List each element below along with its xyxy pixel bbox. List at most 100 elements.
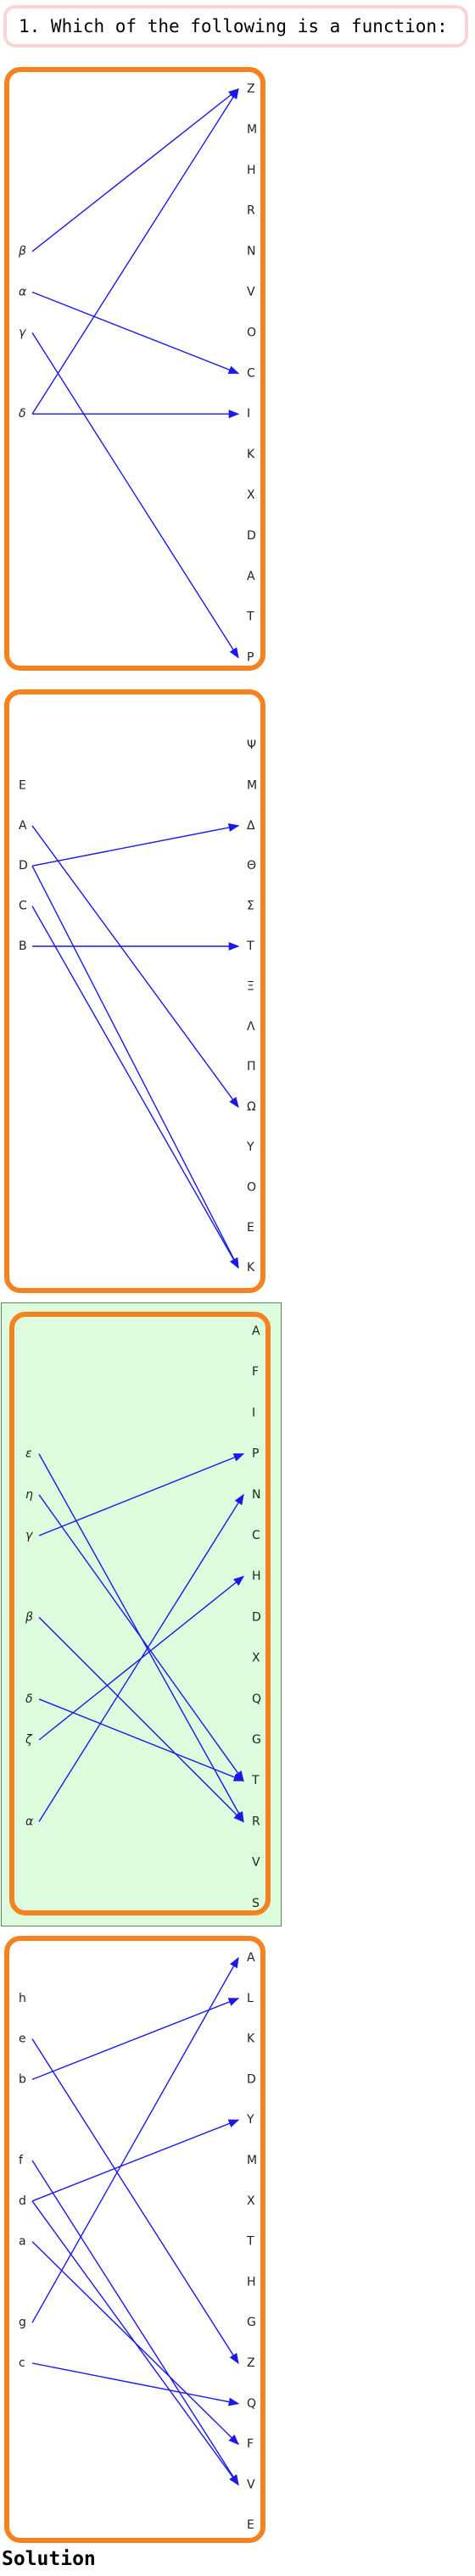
domain-element-label: β bbox=[25, 1610, 33, 1624]
domain-element-label: δ bbox=[19, 407, 26, 421]
mapping-arrow bbox=[38, 1493, 244, 1822]
mapping-arrow bbox=[38, 1452, 245, 1536]
codomain-element-label: G bbox=[252, 1733, 261, 1747]
domain-element-label: b bbox=[19, 2072, 26, 2086]
domain-element-label: δ bbox=[25, 1692, 33, 1706]
mapping-arrow bbox=[31, 906, 239, 1269]
selected-answer-highlight bbox=[1, 1302, 282, 1926]
domain-element-label: D bbox=[19, 859, 28, 873]
codomain-element-label: K bbox=[247, 1261, 255, 1274]
domain-element-label: d bbox=[19, 2194, 26, 2208]
domain-element-label: f bbox=[19, 2154, 24, 2167]
codomain-element-label: P bbox=[252, 1447, 259, 1461]
codomain-element-label: Λ bbox=[247, 1020, 255, 1034]
codomain-element-label: T bbox=[246, 2235, 254, 2249]
codomain-element-label: X bbox=[252, 1652, 260, 1665]
diagram-frame bbox=[4, 67, 265, 671]
codomain-element-label: P bbox=[247, 651, 254, 665]
codomain-element-label: O bbox=[247, 1180, 256, 1194]
mapping-arrow bbox=[38, 1616, 244, 1823]
domain-element-label: C bbox=[19, 900, 27, 913]
mapping-arrow bbox=[31, 825, 239, 1108]
codomain-element-label: M bbox=[247, 778, 257, 792]
mapping-arrow bbox=[31, 2038, 239, 2365]
domain-element-label: γ bbox=[19, 326, 26, 339]
domain-element-label: E bbox=[19, 778, 26, 792]
solution-heading: Solution bbox=[2, 2548, 96, 2570]
domain-element-label: h bbox=[19, 1992, 26, 2005]
codomain-element-label: D bbox=[247, 2072, 256, 2086]
codomain-element-label: M bbox=[247, 2154, 257, 2167]
codomain-element-label: C bbox=[247, 366, 255, 380]
codomain-element-label: D bbox=[247, 529, 256, 543]
codomain-element-label: N bbox=[252, 1488, 260, 1502]
codomain-element-label: F bbox=[252, 1365, 259, 1379]
codomain-element-label: Π bbox=[247, 1060, 256, 1073]
codomain-element-label: X bbox=[247, 488, 255, 502]
codomain-element-label: K bbox=[247, 2032, 255, 2046]
diagram-frame bbox=[4, 1936, 265, 2543]
codomain-element-label: V bbox=[247, 286, 255, 299]
domain-element-label: β bbox=[18, 245, 26, 259]
codomain-element-label: Ω bbox=[247, 1101, 256, 1114]
domain-element-label: A bbox=[19, 819, 27, 833]
domain-element-label: α bbox=[25, 1815, 34, 1828]
codomain-element-label: F bbox=[247, 2438, 254, 2451]
codomain-element-label: A bbox=[252, 1324, 260, 1338]
diagram-frame bbox=[9, 1312, 271, 1915]
codomain-element-label: E bbox=[247, 1221, 254, 1235]
codomain-element-label: H bbox=[247, 164, 256, 177]
mapping-arrow bbox=[31, 2119, 240, 2202]
question-text: 1. Which of the following is a function: bbox=[19, 16, 448, 36]
codomain-element-label: Z bbox=[247, 2356, 255, 2370]
question-prompt: 1. Which of the following is a function: bbox=[3, 5, 468, 47]
codomain-element-label: O bbox=[247, 326, 256, 339]
codomain-element-label: X bbox=[247, 2194, 255, 2208]
mapping-arrow bbox=[38, 1494, 244, 1782]
mapping-arrow bbox=[31, 291, 240, 374]
codomain-element-label: A bbox=[247, 570, 255, 583]
mapping-arrow bbox=[31, 88, 239, 253]
codomain-element-label: H bbox=[247, 2275, 256, 2289]
codomain-element-label: Ξ bbox=[247, 979, 254, 993]
codomain-element-label: I bbox=[252, 1406, 255, 1419]
mapping-arrow bbox=[31, 87, 239, 415]
domain-element-label: e bbox=[19, 2032, 26, 2046]
mapping-arrow bbox=[38, 1698, 245, 1781]
mapping-arrow bbox=[31, 823, 240, 867]
codomain-element-label: Θ bbox=[247, 859, 256, 873]
domain-element-label: g bbox=[19, 2316, 26, 2329]
codomain-element-label: Z bbox=[247, 82, 255, 96]
codomain-element-label: Δ bbox=[247, 819, 255, 833]
codomain-element-label: E bbox=[247, 2518, 254, 2532]
domain-element-label: a bbox=[19, 2235, 26, 2249]
mapping-arrow bbox=[31, 1956, 239, 2323]
domain-element-label: α bbox=[19, 286, 27, 299]
codomain-element-label: G bbox=[247, 2316, 256, 2329]
codomain-element-label: C bbox=[252, 1529, 260, 1542]
domain-element-label: γ bbox=[25, 1529, 33, 1542]
codomain-element-label: T bbox=[246, 611, 254, 624]
codomain-element-label: Q bbox=[247, 2397, 256, 2411]
codomain-element-label: V bbox=[247, 2478, 255, 2491]
codomain-element-label: L bbox=[247, 1992, 254, 2005]
codomain-element-label: Q bbox=[252, 1692, 261, 1706]
codomain-element-label: H bbox=[252, 1570, 261, 1583]
codomain-element-label: K bbox=[247, 448, 255, 461]
codomain-element-label: N bbox=[247, 245, 255, 259]
diagram-frame bbox=[4, 689, 265, 1293]
codomain-element-label: T bbox=[246, 940, 254, 953]
domain-element-label: B bbox=[19, 940, 27, 953]
codomain-element-label: R bbox=[252, 1815, 260, 1828]
domain-element-label: ζ bbox=[25, 1733, 33, 1747]
mapping-arrow bbox=[31, 865, 239, 1269]
codomain-element-label: Y bbox=[246, 2113, 254, 2127]
codomain-element-label: R bbox=[247, 204, 255, 218]
codomain-element-label: Y bbox=[246, 1140, 254, 1154]
codomain-element-label: T bbox=[251, 1774, 260, 1787]
codomain-element-label: S bbox=[252, 1897, 260, 1910]
